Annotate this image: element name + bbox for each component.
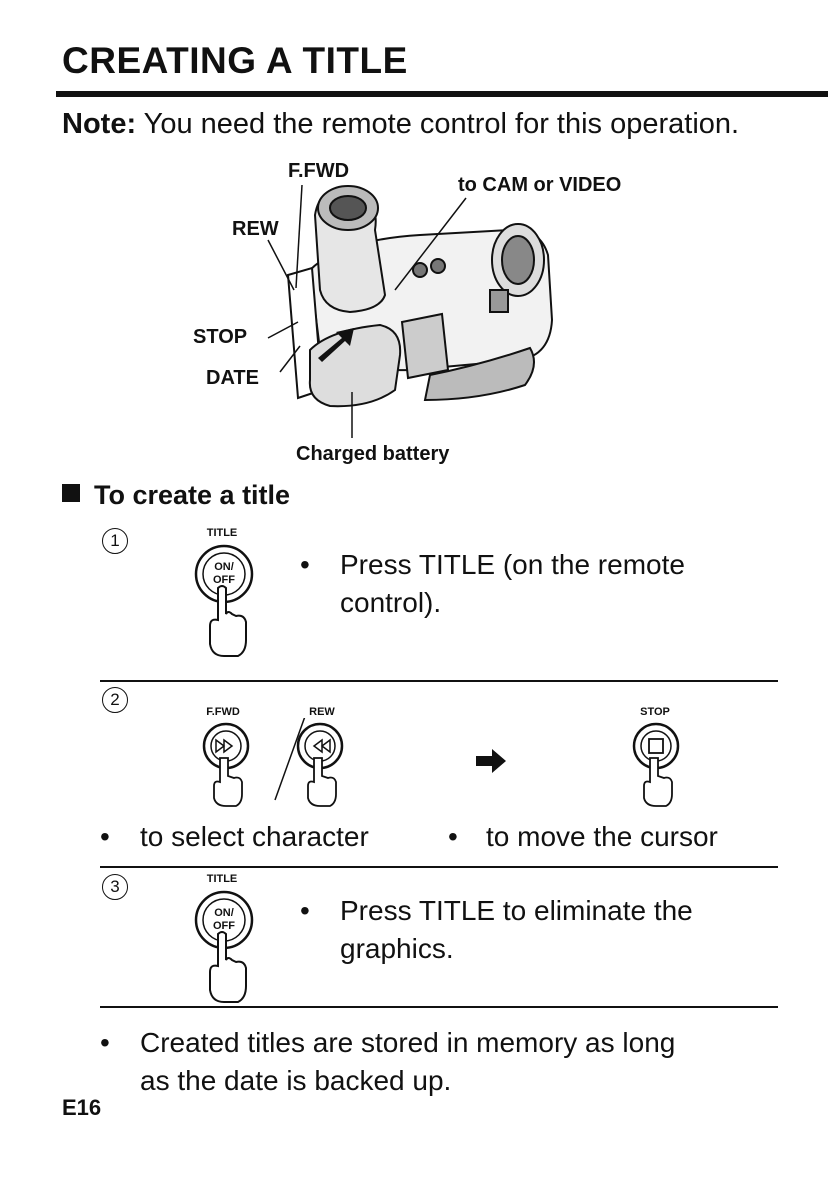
square-bullet-icon — [62, 484, 80, 502]
callout-date: DATE — [206, 367, 259, 389]
step3-bullet: • — [300, 895, 310, 926]
callout-to-cam: to CAM or VIDEO — [458, 174, 622, 196]
step-divider — [100, 680, 778, 682]
note: Note: You need the remote control for th… — [62, 108, 739, 141]
callout-rew: REW — [232, 218, 279, 240]
footnote-bullet: • — [100, 1027, 110, 1058]
section-title: To create a title — [62, 480, 290, 511]
stop-button-caption: STOP — [640, 706, 670, 718]
step-divider — [100, 866, 778, 868]
title-button-press-icon: ON/ OFF — [194, 544, 254, 657]
callout-stop: STOP — [193, 326, 248, 348]
step1-bullet: • — [300, 549, 310, 580]
note-text: You need the remote control for this ope… — [143, 108, 740, 140]
svg-text:ON/: ON/ — [214, 907, 234, 919]
step2-right-bullet: • — [448, 821, 458, 852]
step-number-2: 2 — [102, 687, 128, 713]
svg-text:OFF: OFF — [213, 920, 235, 932]
step-number-3: 3 — [102, 874, 128, 900]
step1-text: Press TITLE (on the remote control). — [340, 549, 685, 618]
page-title: CREATING A TITLE — [62, 40, 408, 81]
title-button-caption: TITLE — [206, 527, 238, 539]
step3-text: Press TITLE to eliminate the graphics. — [340, 895, 693, 964]
callout-battery: Charged battery — [296, 443, 450, 465]
title-button-press-icon: ON/ OFF — [194, 890, 254, 1003]
stop-button-icon — [632, 722, 680, 807]
page-number: E16 — [62, 1095, 102, 1120]
svg-text:ON/: ON/ — [214, 561, 234, 573]
footnote-text: Created titles are stored in memory as l… — [140, 1027, 676, 1096]
title-button-caption: TITLE — [206, 873, 238, 885]
note-label: Note: — [62, 108, 137, 140]
step2-left-bullet: • — [100, 821, 110, 852]
rew-button-caption: REW — [309, 706, 335, 718]
title-rule — [56, 91, 828, 97]
ffwd-button-caption: F.FWD — [206, 706, 240, 718]
callout-ffwd: F.FWD — [288, 160, 350, 182]
arrow-right-icon — [476, 749, 506, 773]
step2-right-text: to move the cursor — [486, 821, 718, 852]
svg-text:OFF: OFF — [213, 574, 235, 586]
ffwd-rew-button-icons — [202, 718, 344, 807]
step-number-1: 1 — [102, 528, 128, 554]
step-divider — [100, 1006, 778, 1008]
step2-left-text: to select character — [140, 821, 369, 852]
camcorder-illustration — [267, 184, 554, 438]
section-title-text: To create a title — [94, 480, 291, 510]
